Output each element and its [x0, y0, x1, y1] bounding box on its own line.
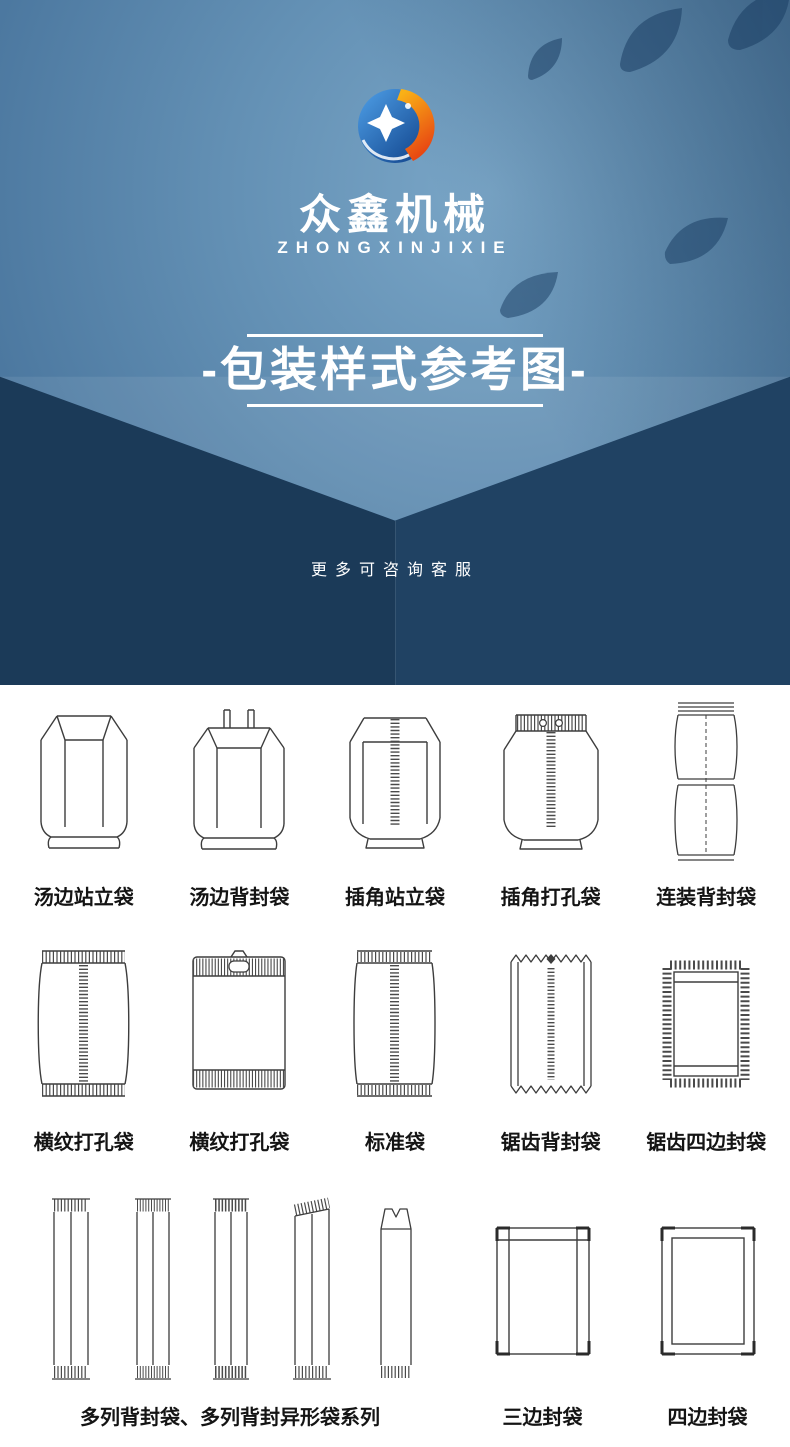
stripe-punched-hang-hole-illustration: [192, 950, 287, 1090]
bag-figure-standard-pillow: 标准袋: [317, 948, 473, 1155]
stick-bag-3-illustration: [213, 1198, 249, 1380]
bag-label: 横纹打孔袋: [189, 1132, 290, 1154]
bag-figure-linked-back-seal: 连装背封袋: [628, 699, 784, 910]
four-side-seal-illustration: [660, 1226, 755, 1356]
stick-bag-5-shaped-illustration: [380, 1208, 412, 1378]
bag-figure-stripe-punched-hang-hole: 横纹打孔袋: [162, 948, 318, 1155]
back-seal-standup-illustration: [193, 709, 286, 850]
sawtooth-back-seal-illustration: [509, 954, 592, 1094]
bag-figure-four-side-seal: 四边封袋: [625, 1197, 790, 1430]
three-side-seal-illustration: [495, 1226, 590, 1356]
bag-label: 插角打孔袋: [500, 887, 601, 909]
banner-title: -包装样式参考图-: [201, 343, 589, 396]
bag-label: 锯齿背封袋: [500, 1132, 601, 1154]
center-seam-line: [395, 520, 396, 685]
bag-label: 连装背封袋: [656, 887, 757, 909]
standard-pillow-bag-illustration: [353, 950, 437, 1097]
catalog-row-1: 汤边站立袋 汤边背封袋: [0, 699, 790, 910]
bag-label: 汤边站立袋: [33, 887, 134, 909]
bag-label: 汤边背封袋: [189, 887, 290, 909]
bag-figure-stripe-punched-pillow: 横纹打孔袋: [6, 948, 162, 1155]
banner-note: 更多可咨询客服: [310, 562, 479, 579]
bag-figure-standup-pouch: 汤边站立袋: [6, 699, 162, 910]
sawtooth-four-side-seal-illustration: [662, 960, 750, 1088]
bag-figure-corner-gusset-punched: 插角打孔袋: [473, 699, 629, 910]
multi-lane-stick-bags-illustration: [39, 1197, 421, 1385]
bag-figure-corner-gusset-standup: 插角站立袋: [317, 699, 473, 910]
bag-label: 横纹打孔袋: [33, 1132, 134, 1154]
stick-bag-2-illustration: [135, 1198, 171, 1380]
bag-label: 插角站立袋: [344, 887, 445, 909]
bag-label: 四边封袋: [667, 1407, 748, 1429]
corner-gusset-punched-illustration: [502, 714, 599, 850]
bag-catalog: 汤边站立袋 汤边背封袋: [0, 685, 790, 1430]
multi-lane-group: 多列背封袋、多列背封异形袋系列: [0, 1197, 460, 1430]
hero-content: 众鑫机械 ZHONGXINJIXIE -包装样式参考图- 更多可咨询客服: [0, 0, 790, 685]
bag-label: 多列背封袋、多列背封异形袋系列: [80, 1407, 380, 1429]
bag-label: 标准袋: [364, 1132, 425, 1154]
bag-label: 三边封袋: [502, 1407, 583, 1429]
corner-gusset-standup-illustration: [349, 717, 441, 849]
bag-label: 锯齿四边封袋: [646, 1132, 767, 1154]
standup-pouch-illustration: [40, 715, 128, 849]
brand-name-cn: 众鑫机械: [298, 191, 491, 238]
bag-figure-sawtooth-back-seal: 锯齿背封袋: [473, 948, 629, 1155]
stripe-punched-pillow-illustration: [37, 950, 130, 1097]
bag-figure-back-seal-standup: 汤边背封袋: [162, 699, 318, 910]
bag-figure-sawtooth-four-side-seal: 锯齿四边封袋: [628, 948, 784, 1155]
stick-bag-1-illustration: [52, 1198, 90, 1380]
brand-name-en: ZHONGXINJIXIE: [277, 238, 513, 257]
leaf-decoration-icon: [500, 0, 789, 318]
banner-title-block: -包装样式参考图-: [0, 334, 790, 407]
title-rule-top: [247, 334, 543, 337]
catalog-row-3: 多列背封袋、多列背封异形袋系列 三边封袋: [0, 1197, 790, 1430]
title-rule-bottom: [247, 403, 543, 407]
hero-banner: 众鑫机械 ZHONGXINJIXIE -包装样式参考图- 更多可咨询客服: [0, 0, 790, 685]
brand-logo-icon: [349, 82, 441, 179]
bag-figure-three-side-seal: 三边封袋: [460, 1197, 625, 1430]
stick-bag-4-slant-illustration: [293, 1197, 331, 1380]
catalog-row-2: 横纹打孔袋 横纹打孔袋: [0, 948, 790, 1155]
linked-back-seal-illustration: [674, 702, 738, 861]
